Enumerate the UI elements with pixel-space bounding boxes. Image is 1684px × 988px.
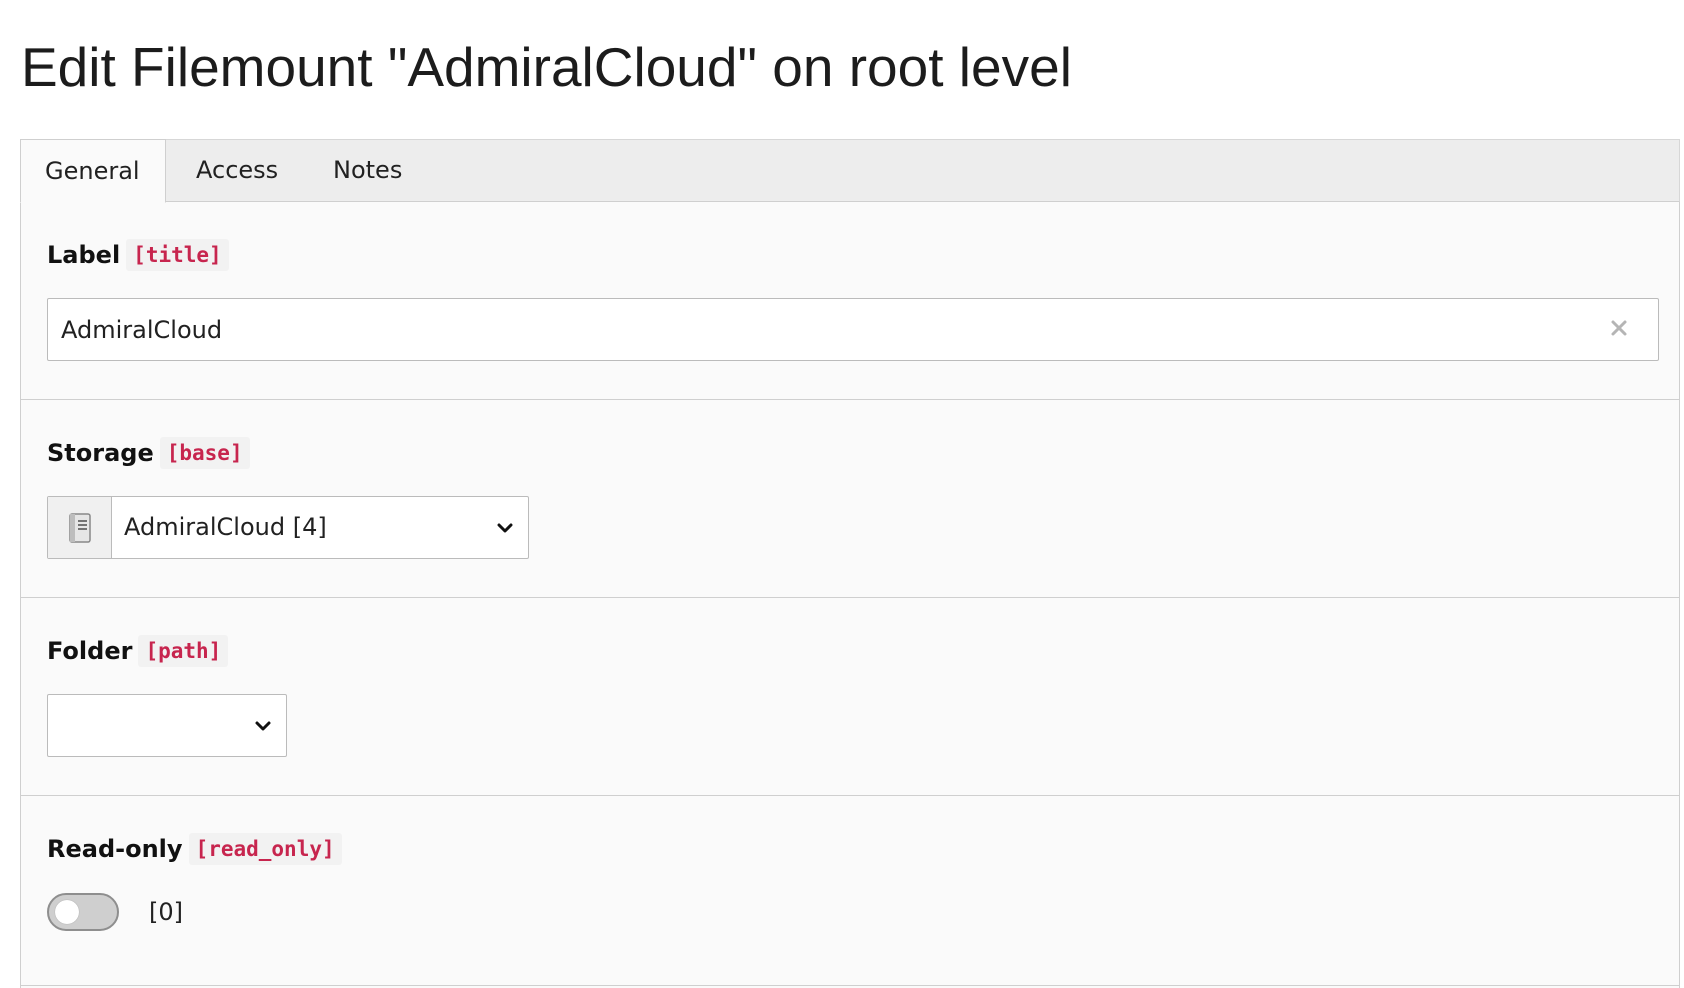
field-section-path: Folder [path]	[21, 598, 1679, 796]
chevron-down-icon	[497, 523, 513, 533]
tab-notes[interactable]: Notes	[333, 156, 403, 184]
tab-bar: General Access Notes	[20, 139, 1680, 203]
form-tabs: General Access Notes Label [title] Stora…	[20, 139, 1680, 988]
field-label-read-only: Read-only [read_only]	[47, 826, 342, 872]
toggle-knob	[55, 900, 79, 924]
field-label-path: Folder [path]	[47, 628, 229, 674]
read-only-toggle-row: [0]	[47, 892, 183, 932]
read-only-toggle[interactable]	[47, 893, 119, 931]
field-label-base: Storage [base]	[47, 430, 250, 476]
storage-icon	[68, 512, 91, 543]
field-section-read-only: Read-only [read_only] [0]	[21, 796, 1679, 986]
close-icon[interactable]	[1606, 315, 1632, 341]
title-input[interactable]	[48, 300, 1601, 359]
storage-select-value[interactable]: AdmiralCloud [4]	[112, 497, 528, 558]
chevron-down-icon	[255, 721, 271, 731]
field-code-badge: [path]	[138, 635, 229, 667]
tab-general[interactable]: General	[20, 139, 166, 203]
page-title: Edit Filemount "AdmiralCloud" on root le…	[21, 36, 1072, 98]
field-label-text: Folder	[47, 637, 133, 665]
field-label-text: Label	[47, 241, 121, 269]
read-only-value: [0]	[149, 898, 183, 926]
field-label-text: Storage	[47, 439, 154, 467]
folder-select[interactable]	[47, 694, 287, 757]
field-section-title: Label [title]	[21, 202, 1679, 400]
title-input-wrapper	[47, 298, 1659, 361]
tab-panel-general: Label [title] Storage [base]	[20, 202, 1680, 988]
storage-selected-text: AdmiralCloud [4]	[124, 513, 327, 541]
field-code-badge: [title]	[126, 239, 229, 271]
field-code-badge: [base]	[159, 437, 250, 469]
storage-icon-box	[48, 497, 112, 558]
tab-access[interactable]: Access	[196, 156, 279, 184]
field-section-base: Storage [base] AdmiralCloud [4]	[21, 400, 1679, 598]
field-label-text: Read-only	[47, 835, 183, 863]
storage-select[interactable]: AdmiralCloud [4]	[47, 496, 529, 559]
field-code-badge: [read_only]	[188, 833, 342, 865]
field-label-title: Label [title]	[47, 232, 229, 278]
